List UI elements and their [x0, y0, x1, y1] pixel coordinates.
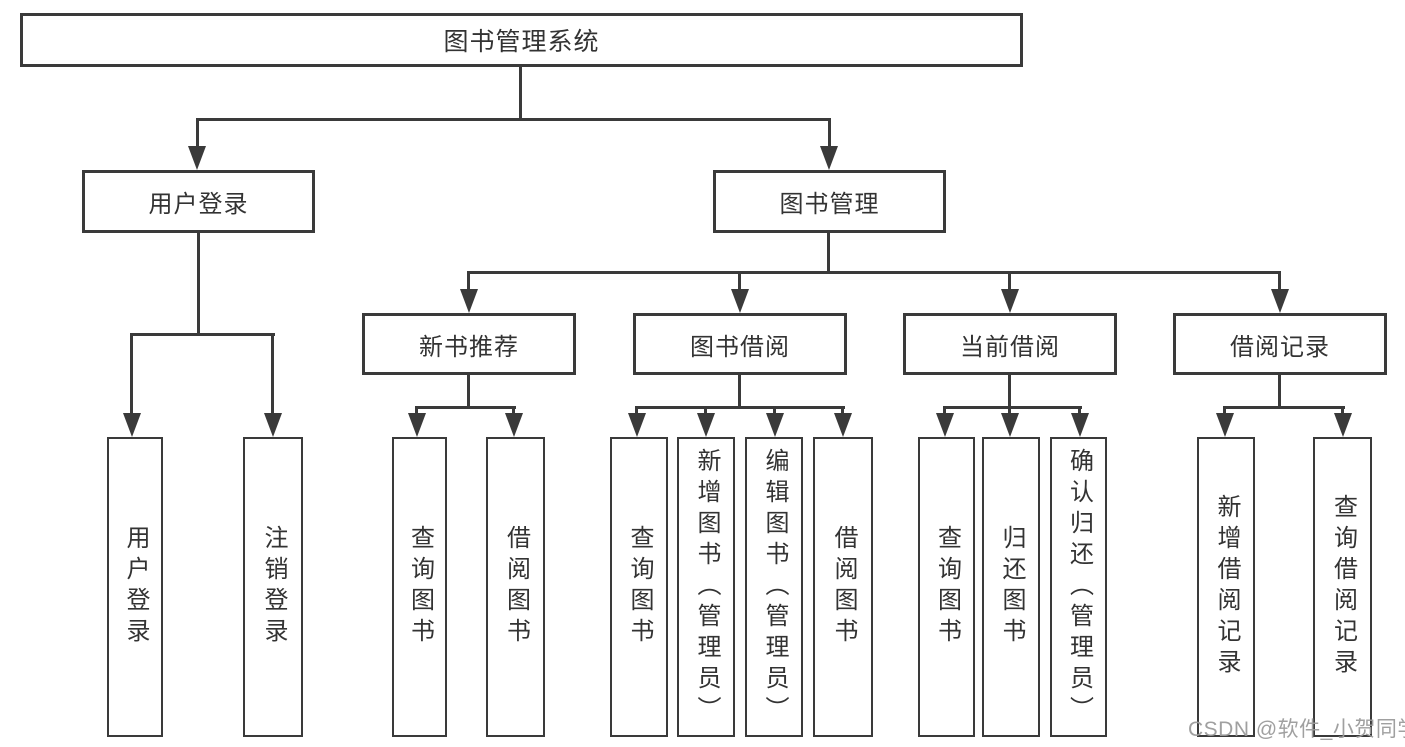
node-label: 当前借阅: [960, 333, 1060, 361]
csdn-watermark: CSDN @软件_小贺同学: [1188, 718, 1405, 741]
node-borrow-record: 借阅记录: [1173, 313, 1387, 375]
node-leaf-bb-add-book-admin: 新增图书（管理员）: [677, 437, 735, 737]
node-leaf-user-login: 用户登录: [107, 437, 163, 737]
arrow-down: [460, 289, 478, 313]
connector-line: [704, 406, 707, 413]
node-label: 图书借阅: [690, 333, 790, 361]
node-label: 新增借阅记录: [1213, 494, 1240, 680]
connector-line: [1278, 375, 1281, 409]
arrow-down: [820, 146, 838, 170]
node-root-library-system: 图书管理系统: [20, 13, 1023, 67]
node-label: 借阅图书: [502, 525, 530, 649]
arrow-down: [1271, 289, 1289, 313]
connector-line: [415, 406, 516, 409]
node-current-borrow: 当前借阅: [903, 313, 1117, 375]
node-leaf-br-add-record: 新增借阅记录: [1197, 437, 1255, 737]
connector-line: [1078, 406, 1081, 413]
connector-line: [196, 118, 199, 146]
node-label: 查询图书: [626, 525, 653, 649]
node-leaf-bb-query-book: 查询图书: [610, 437, 668, 737]
connector-line: [197, 233, 200, 336]
arrow-down: [1001, 413, 1019, 437]
connector-line: [1008, 375, 1011, 409]
arrow-down: [1071, 413, 1089, 437]
node-leaf-nbr-borrow-book: 借阅图书: [486, 437, 545, 737]
arrow-down: [936, 413, 954, 437]
arrow-down: [123, 413, 141, 437]
connector-line: [943, 406, 1082, 409]
node-label: 图书管理系统: [443, 28, 600, 56]
arrow-down: [1216, 413, 1234, 437]
node-leaf-bb-borrow-book: 借阅图书: [813, 437, 873, 737]
connector-line: [738, 271, 741, 289]
connector-line: [130, 333, 133, 413]
connector-line: [1278, 271, 1281, 289]
node-leaf-cb-return-book: 归还图书: [982, 437, 1040, 737]
node-leaf-br-query-record: 查询借阅记录: [1313, 437, 1372, 737]
connector-line: [773, 406, 776, 413]
connector-line: [467, 375, 470, 409]
connector-line: [519, 67, 522, 121]
node-book-borrow: 图书借阅: [633, 313, 847, 375]
connector-line: [943, 406, 946, 413]
node-label: 查询图书: [933, 525, 961, 649]
connector-line: [196, 118, 831, 121]
arrow-down: [408, 413, 426, 437]
node-leaf-cb-confirm-return-admin: 确认归还（管理员）: [1050, 437, 1107, 737]
node-new-book-recommend: 新书推荐: [362, 313, 576, 375]
arrow-down: [731, 289, 749, 313]
arrow-down: [1001, 289, 1019, 313]
connector-line: [1223, 406, 1226, 413]
arrow-down: [188, 146, 206, 170]
arrow-down: [766, 413, 784, 437]
connector-line: [1341, 406, 1344, 413]
arrow-down: [505, 413, 523, 437]
node-label: 归还图书: [998, 525, 1025, 649]
node-label: 新书推荐: [419, 333, 519, 361]
node-label: 用户登录: [122, 525, 149, 649]
node-leaf-nbr-query-book: 查询图书: [392, 437, 447, 737]
node-leaf-logout: 注销登录: [243, 437, 303, 737]
connector-line: [738, 375, 741, 409]
node-label: 借阅图书: [830, 525, 857, 649]
arrow-down: [834, 413, 852, 437]
arrow-down: [628, 413, 646, 437]
node-leaf-cb-query-book: 查询图书: [918, 437, 975, 737]
connector-line: [828, 118, 831, 146]
node-label: 借阅记录: [1230, 333, 1330, 361]
connector-line: [1008, 271, 1011, 289]
connector-line: [841, 406, 844, 413]
connector-line: [827, 233, 830, 274]
node-label: 用户登录: [148, 191, 249, 218]
connector-line: [271, 333, 274, 413]
node-label: 注销登录: [260, 525, 287, 649]
node-book-management: 图书管理: [713, 170, 946, 233]
node-label: 编辑图书（管理员）: [761, 447, 788, 727]
node-leaf-bb-edit-book-admin: 编辑图书（管理员）: [745, 437, 803, 737]
connector-line: [1008, 406, 1011, 413]
node-label: 新增图书（管理员）: [693, 447, 720, 727]
node-label: 查询图书: [406, 525, 434, 649]
connector-line: [635, 406, 845, 409]
arrow-down: [264, 413, 282, 437]
connector-line: [512, 406, 515, 413]
connector-line: [635, 406, 638, 413]
connector-line: [1223, 406, 1345, 409]
connector-line: [467, 271, 1281, 274]
node-user-login: 用户登录: [82, 170, 315, 233]
connector-line: [467, 271, 470, 289]
node-label: 图书管理: [779, 191, 880, 218]
arrow-down: [697, 413, 715, 437]
node-label: 查询借阅记录: [1329, 494, 1357, 680]
connector-line: [130, 333, 275, 336]
connector-line: [415, 406, 418, 413]
arrow-down: [1334, 413, 1352, 437]
node-label: 确认归还（管理员）: [1065, 447, 1093, 727]
